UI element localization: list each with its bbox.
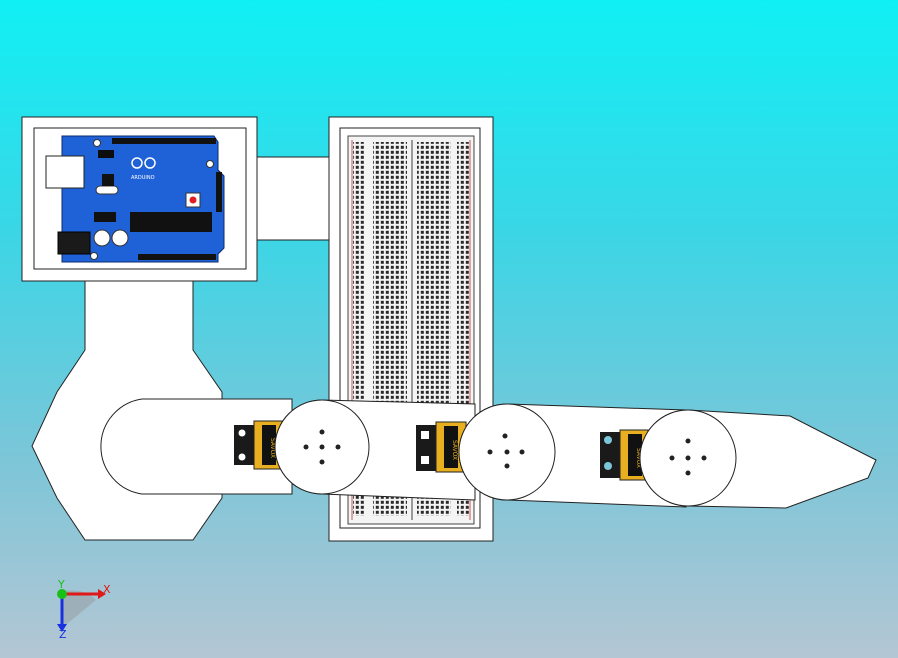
coordinate-triad: X Y Z [57,578,111,641]
voltage-regulator [94,212,116,222]
y-axis-point [57,589,67,599]
servo-label: SAVOX [635,448,642,468]
x-axis-label: X [103,583,111,596]
capacitor [111,229,129,247]
power-jack [57,231,91,255]
mount-hole [206,160,214,168]
arm-link-4-end-effector[interactable] [639,409,877,509]
arduino-board[interactable]: ARDUINO [45,135,225,263]
servo-motor-2[interactable]: SAVOX [416,421,467,473]
servo-label: SAVOX [269,438,276,458]
servo-horn-holes [669,438,707,476]
mount-hole [93,139,101,147]
header-pins-bottom [138,254,216,260]
servo-label: SAVOX [451,440,458,460]
servo-horn-holes [487,433,525,469]
arm-link-1[interactable] [100,398,293,495]
microcontroller-chip [130,212,212,232]
usb-chip [102,174,114,186]
led-array [98,150,114,158]
servo-horn-holes [303,429,341,465]
header-pins-top [112,138,216,144]
capacitor [93,229,111,247]
arduino-logo-text: ARDUINO [131,175,155,181]
arduino-logo-icon [131,157,156,169]
crystal [95,185,119,195]
z-axis-label: Z [59,628,67,641]
connector-bracket[interactable] [255,156,331,241]
y-axis-label: Y [57,578,65,591]
usb-port [45,155,85,189]
mount-hole [90,252,98,260]
header-pins-right [216,172,222,212]
